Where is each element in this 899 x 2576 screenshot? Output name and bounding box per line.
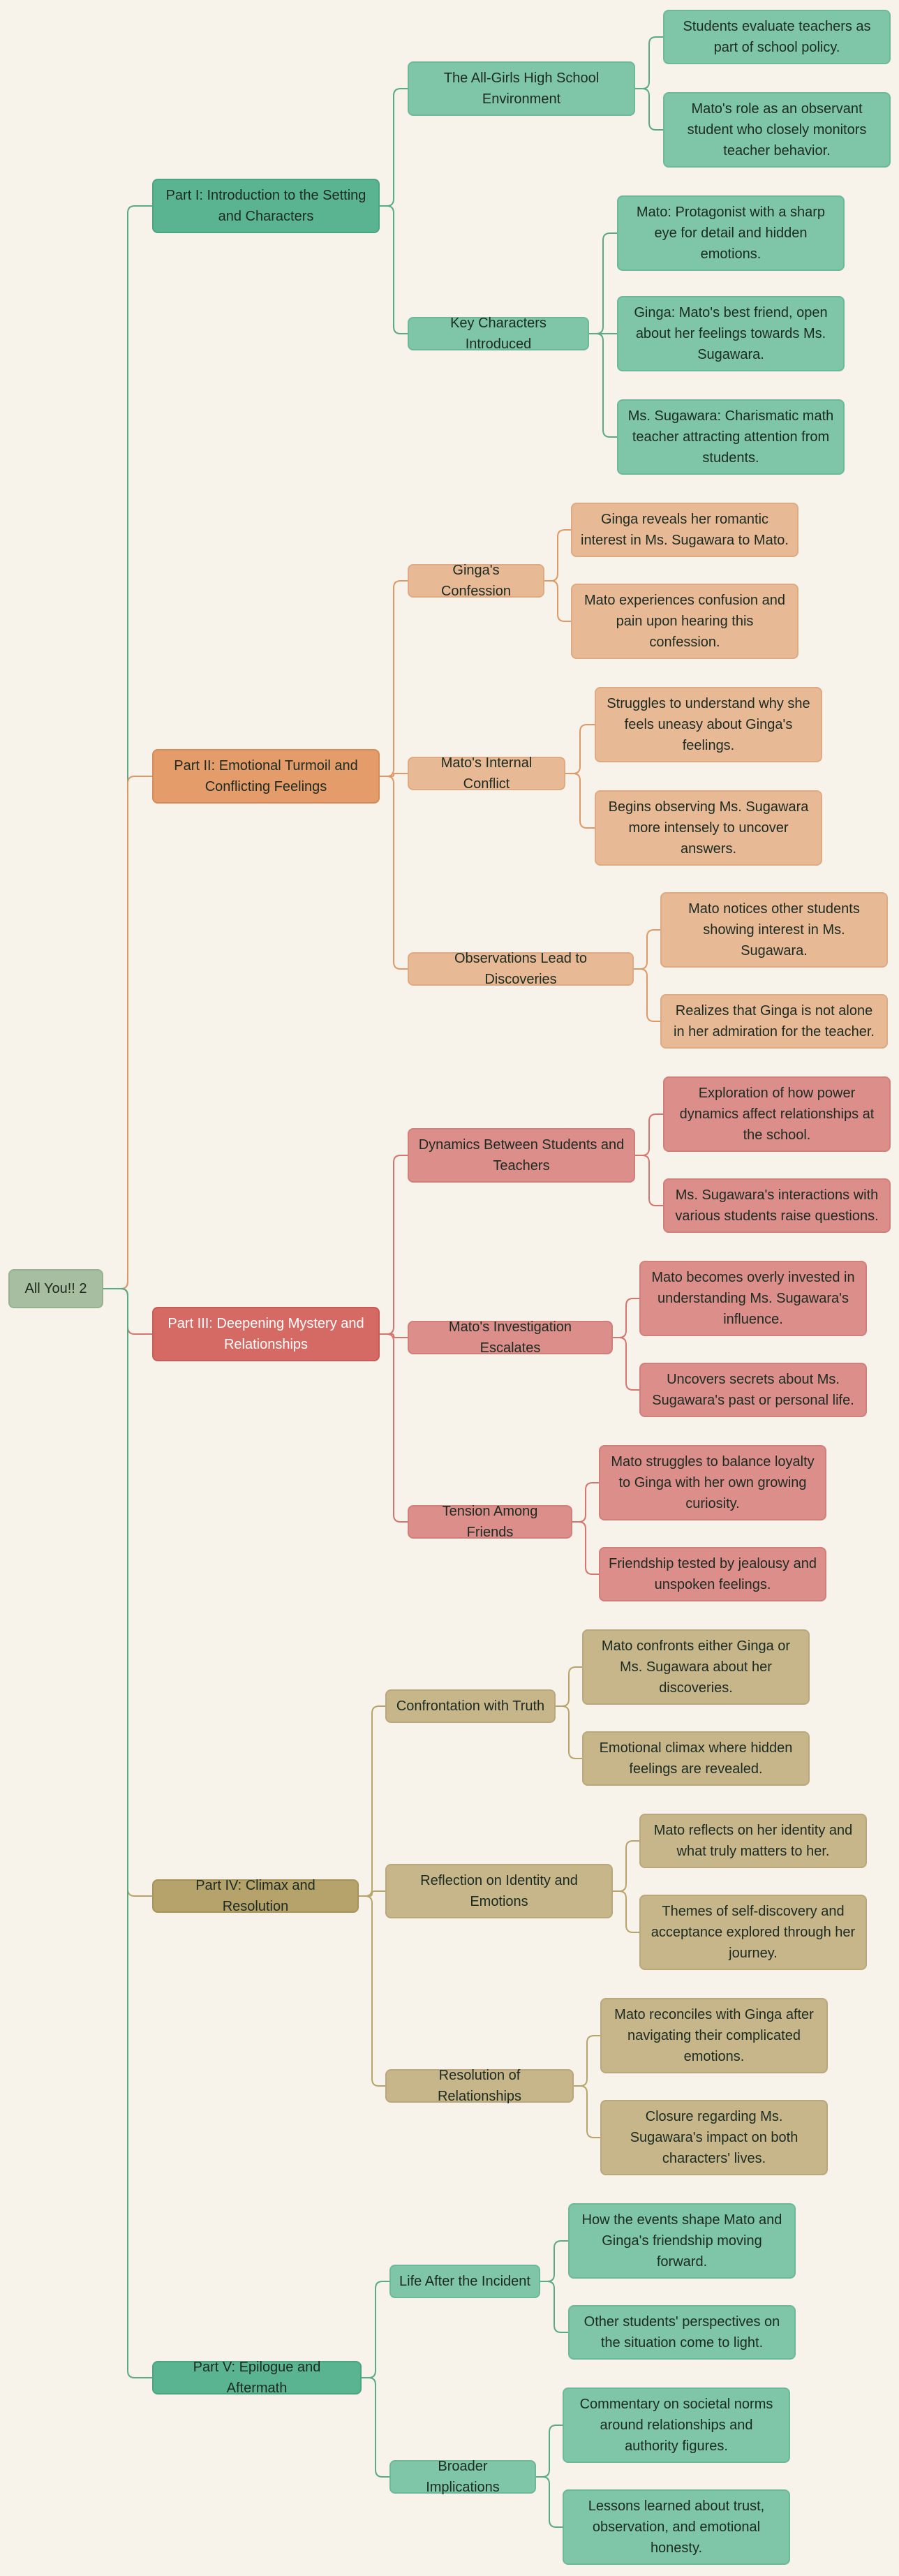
detail-node: Lessons learned about trust, observation… [563, 2489, 790, 2565]
edge-part-to-topic [359, 1890, 385, 1897]
detail-node: Exploration of how power dynamics affect… [663, 1076, 891, 1152]
detail-node: Struggles to understand why she feels un… [595, 687, 822, 762]
edge-topic-to-detail [613, 1840, 639, 1892]
root-node: All You!! 2 [8, 1269, 103, 1308]
detail-node: Mato reflects on her identity and what t… [639, 1814, 867, 1868]
edge-topic-to-detail [613, 1337, 639, 1391]
edge-part-to-topic [380, 205, 408, 334]
detail-node: Ginga reveals her romantic interest in M… [571, 503, 798, 557]
edge-topic-to-detail [544, 529, 571, 582]
edge-topic-to-detail [574, 2085, 600, 2138]
edge-topic-to-detail [635, 1113, 663, 1156]
topic-dynamics: Dynamics Between Students and Teachers [408, 1128, 635, 1183]
detail-node: Students evaluate teachers as part of sc… [663, 10, 891, 64]
detail-node: Ginga: Mato's best friend, open about he… [617, 296, 845, 371]
topic-life-after: Life After the Incident [389, 2265, 540, 2298]
topic-confrontation: Confrontation with Truth [385, 1689, 556, 1723]
edge-root-to-part [103, 1288, 152, 2378]
edge-topic-to-detail [565, 724, 595, 774]
detail-node: Mato reconciles with Ginga after navigat… [600, 1998, 828, 2073]
edge-topic-to-detail [565, 773, 595, 829]
detail-node: Uncovers secrets about Ms. Sugawara's pa… [639, 1363, 867, 1417]
edge-part-to-topic [362, 2281, 389, 2378]
edge-topic-to-detail [635, 36, 663, 89]
part-5-node: Part V: Epilogue and Aftermath [152, 2360, 362, 2396]
edge-topic-to-detail [556, 1705, 582, 1759]
part-4-node: Part IV: Climax and Resolution [152, 1878, 359, 1914]
detail-node: Mato confronts either Ginga or Ms. Sugaw… [582, 1629, 810, 1705]
topic-gingas-confession: Ginga's Confession [408, 563, 544, 599]
topic-school-environment: The All-Girls High School Environment [408, 61, 635, 116]
edge-topic-to-detail [634, 929, 660, 970]
edge-topic-to-detail [572, 1521, 599, 1575]
detail-node: Mato becomes overly invested in understa… [639, 1261, 867, 1336]
detail-node: Mato: Protagonist with a sharp eye for d… [617, 195, 845, 271]
edge-topic-to-detail [613, 1890, 639, 1933]
detail-node: Themes of self-discovery and acceptance … [639, 1895, 867, 1970]
edge-topic-to-detail [556, 1666, 582, 1707]
topic-resolution: Resolution of Relationships [385, 2068, 574, 2104]
edge-topic-to-detail [635, 1155, 663, 1206]
detail-node: How the events shape Mato and Ginga's fr… [568, 2203, 796, 2279]
part-3-node: Part III: Deepening Mystery and Relation… [152, 1307, 380, 1361]
edge-part-to-topic [380, 1333, 408, 1523]
edge-topic-to-detail [574, 2035, 600, 2087]
edge-topic-to-detail [544, 580, 571, 622]
detail-node: Closure regarding Ms. Sugawara's impact … [600, 2100, 828, 2175]
edge-part-to-topic [380, 88, 408, 207]
part-1-node: Part I: Introduction to the Setting and … [152, 179, 380, 233]
detail-node: Ms. Sugawara: Charismatic math teacher a… [617, 399, 845, 475]
edge-topic-to-detail [589, 232, 617, 334]
topic-broader-implications: Broader Implications [389, 2459, 536, 2495]
edge-topic-to-detail [536, 2425, 563, 2478]
edge-topic-to-detail [634, 968, 660, 1022]
topic-investigation: Mato's Investigation Escalates [408, 1319, 613, 1356]
edge-topic-to-detail [540, 2281, 568, 2333]
topic-observations: Observations Lead to Discoveries [408, 951, 634, 987]
detail-node: Begins observing Ms. Sugawara more inten… [595, 790, 822, 866]
part-2-node: Part II: Emotional Turmoil and Conflicti… [152, 749, 380, 804]
detail-node: Realizes that Ginga is not alone in her … [660, 994, 888, 1049]
edge-topic-to-detail [572, 1482, 599, 1523]
edge-root-to-part [103, 776, 152, 1289]
edge-part-to-topic [380, 1155, 408, 1335]
edge-part-to-topic [359, 1895, 385, 2087]
detail-node: Mato notices other students showing inte… [660, 892, 888, 968]
edge-part-to-topic [380, 1333, 408, 1338]
detail-node: Other students' perspectives on the situ… [568, 2305, 796, 2360]
edge-part-to-topic [362, 2377, 389, 2478]
detail-node: Mato's role as an observant student who … [663, 92, 891, 168]
edge-topic-to-detail [613, 1298, 639, 1338]
detail-node: Emotional climax where hidden feelings a… [582, 1731, 810, 1786]
topic-reflection: Reflection on Identity and Emotions [385, 1864, 613, 1918]
topic-internal-conflict: Mato's Internal Conflict [408, 755, 565, 792]
detail-node: Commentary on societal norms around rela… [563, 2388, 790, 2463]
edge-topic-to-detail [536, 2476, 563, 2528]
edge-part-to-topic [380, 773, 408, 777]
edge-part-to-topic [380, 580, 408, 777]
edge-part-to-topic [380, 776, 408, 970]
detail-node: Ms. Sugawara's interactions with various… [663, 1178, 891, 1233]
detail-node: Friendship tested by jealousy and unspok… [599, 1547, 826, 1601]
edge-topic-to-detail [635, 88, 663, 131]
detail-node: Mato experiences confusion and pain upon… [571, 584, 798, 659]
edge-topic-to-detail [589, 333, 617, 438]
edge-topic-to-detail [540, 2240, 568, 2282]
topic-key-characters: Key Characters Introduced [408, 316, 589, 352]
topic-tension: Tension Among Friends [408, 1504, 572, 1540]
edge-part-to-topic [359, 1705, 385, 1897]
detail-node: Mato struggles to balance loyalty to Gin… [599, 1445, 826, 1520]
